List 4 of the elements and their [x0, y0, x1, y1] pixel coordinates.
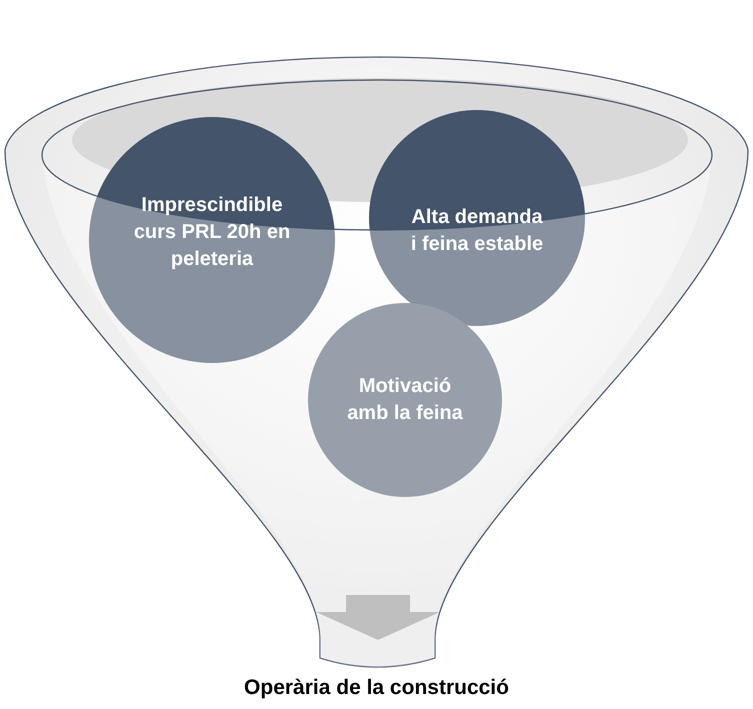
circle-label: Imprescindible curs PRL 20h en peleteria: [132, 192, 292, 272]
result-label: Operària de la construcció: [0, 676, 753, 700]
circle-label: Motivació amb la feina: [346, 374, 464, 426]
circle-label: Alta demanda i feina estable: [410, 205, 544, 257]
